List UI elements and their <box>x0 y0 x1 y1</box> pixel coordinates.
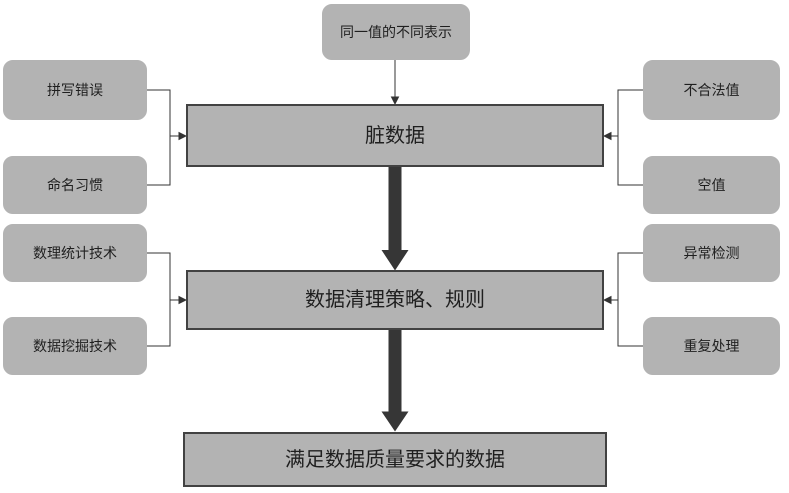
node-quality-requirement-data: 满足数据质量要求的数据 <box>183 432 607 487</box>
node-label: 空值 <box>697 176 726 193</box>
node-label: 拼写错误 <box>47 81 103 98</box>
node-data-mining-technique: 数据挖掘技术 <box>3 317 147 375</box>
node-spelling-errors: 拼写错误 <box>3 60 147 120</box>
block-arrow-cleaning-to-quality <box>381 330 409 432</box>
connector-same-value-to-dirty-data <box>390 60 400 105</box>
node-label: 不合法值 <box>683 81 740 98</box>
node-label: 满足数据质量要求的数据 <box>285 448 505 471</box>
connector-left-techniques-to-cleaning <box>146 252 187 347</box>
arrow-down-icon <box>390 96 400 105</box>
node-label: 异常检测 <box>683 244 740 261</box>
node-naming-habits: 命名习惯 <box>3 156 147 214</box>
node-cleaning-strategy-rules: 数据清理策略、规则 <box>186 270 604 330</box>
node-same-value-different-representation: 同一值的不同表示 <box>322 4 470 60</box>
arrow-left-icon <box>603 295 612 305</box>
arrow-right-icon <box>178 295 187 305</box>
connector-right-techniques-to-cleaning <box>603 252 643 347</box>
node-math-statistics-technique: 数理统计技术 <box>3 224 147 282</box>
node-null-values: 空值 <box>643 156 780 214</box>
node-label: 重复处理 <box>683 337 740 354</box>
node-label: 数据清理策略、规则 <box>305 289 485 311</box>
block-arrow-dirty-to-cleaning <box>381 167 409 271</box>
node-anomaly-detection: 异常检测 <box>643 224 780 282</box>
node-illegal-values: 不合法值 <box>643 60 780 120</box>
node-label: 命名习惯 <box>47 176 103 193</box>
node-label: 数理统计技术 <box>33 244 117 261</box>
arrow-right-icon <box>178 131 187 141</box>
node-dirty-data: 脏数据 <box>186 104 604 167</box>
connector-left-causes-to-dirty-data <box>146 89 187 186</box>
node-duplicate-handling: 重复处理 <box>643 317 780 375</box>
arrow-left-icon <box>603 131 612 141</box>
node-label: 数据挖掘技术 <box>33 337 117 354</box>
node-label: 脏数据 <box>365 124 425 147</box>
connector-right-causes-to-dirty-data <box>603 89 643 186</box>
node-label: 同一值的不同表示 <box>340 23 452 40</box>
